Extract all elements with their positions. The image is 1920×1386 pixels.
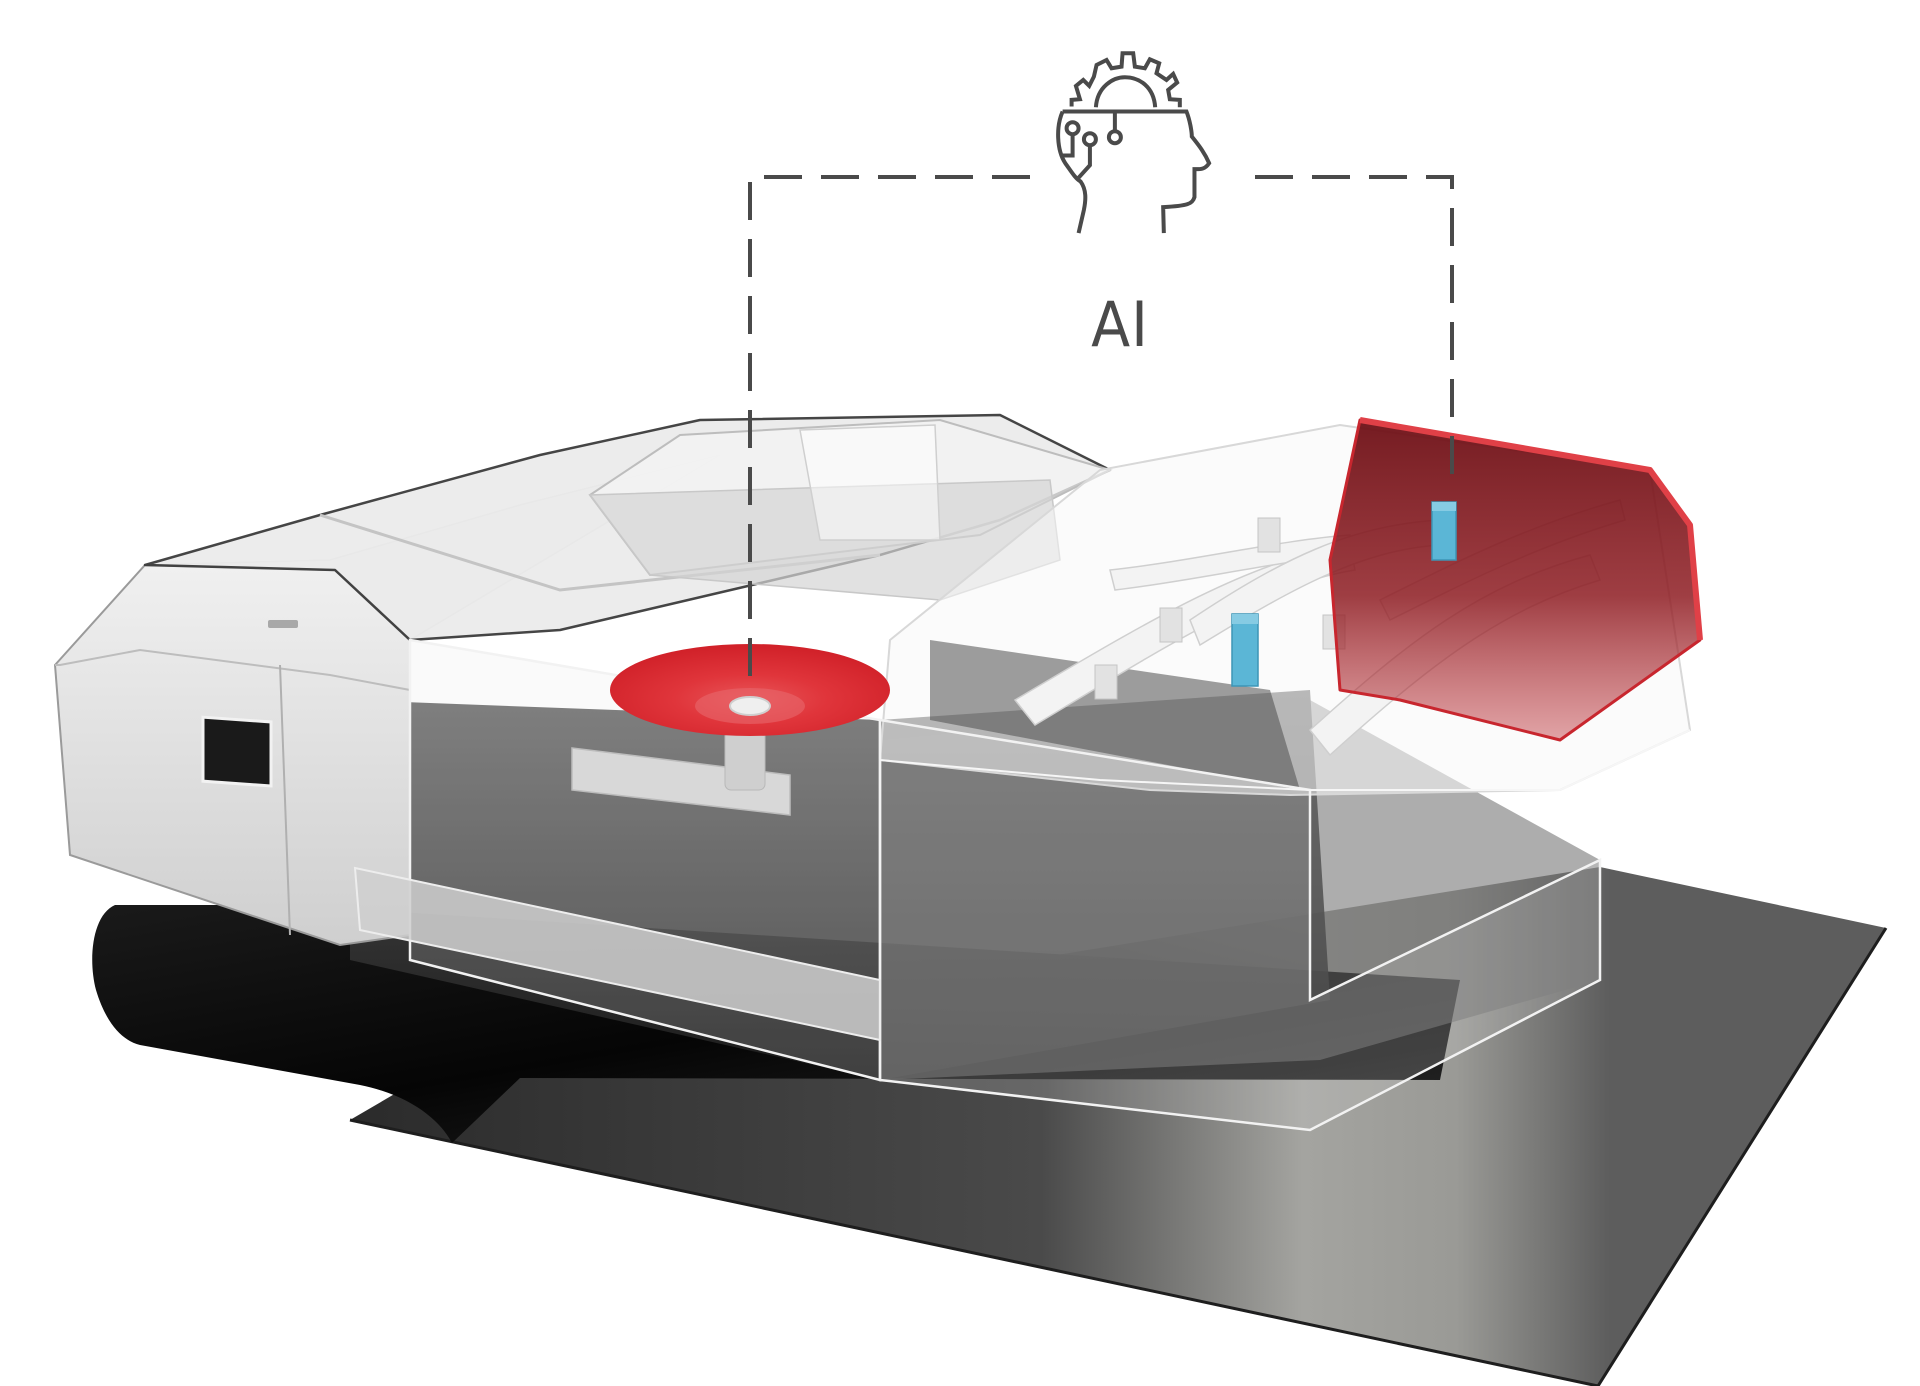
ai-connector <box>748 175 1454 680</box>
inspection-window <box>201 715 273 788</box>
connector-left <box>748 175 1030 680</box>
gear-icon <box>1069 51 1182 108</box>
front-panel <box>353 638 1691 1132</box>
red-end-cover <box>1328 417 1703 742</box>
sensors <box>1231 501 1457 687</box>
disc-hub <box>729 696 771 716</box>
sensor-block <box>1231 613 1259 687</box>
hopper <box>588 418 1113 601</box>
ai-head-icon <box>1056 51 1212 234</box>
connector-right <box>1255 175 1454 490</box>
head-outline <box>1062 109 1212 234</box>
rotary-disc <box>610 644 890 736</box>
ai-label: AI <box>1091 288 1149 361</box>
